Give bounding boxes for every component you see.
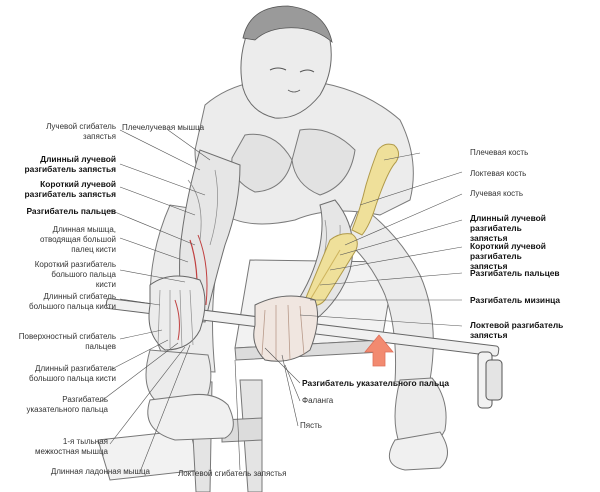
- label-ext-carpi-ulnaris: Локтевой разгибатель запястья: [470, 320, 564, 340]
- label-wrist: Пясть: [300, 421, 322, 430]
- label-flex-dig-superficialis: Поверхностный сгибатель пальцев: [18, 332, 116, 351]
- shoes: [147, 394, 448, 471]
- right-hand: [253, 295, 319, 362]
- label-palmaris-longus: Длинная ладонная мышца: [50, 467, 150, 476]
- leader-lines: [99, 129, 463, 473]
- label-flex-carpi-ulnaris: Локтевой сгибатель запястья: [178, 469, 287, 478]
- label-radius: Лучевая кость: [470, 189, 523, 198]
- head: [240, 5, 333, 119]
- label-ext-digitorum: Разгибатель пальцев: [26, 206, 116, 216]
- label-phalanx: Фаланга: [302, 396, 334, 405]
- label-ext-pollicis-brevis: Короткий разгибатель большого пальца кис…: [34, 260, 116, 289]
- label-ext-carpi-radialis-longus: Длинный лучевой разгибатель запястья: [24, 154, 116, 174]
- label-r-ext-carpi-radialis-longus: Длинный лучевой разгибатель запястья: [470, 213, 546, 243]
- label-abd-pollicis-longus: Длинная мышца, отводящая большой палец к…: [40, 225, 116, 254]
- label-humerus: Плечевая кость: [470, 148, 529, 157]
- label-r-ext-carpi-radialis-brevis: Короткий лучевой разгибатель запястья: [470, 241, 546, 271]
- label-ext-indicis-bottom: Разгибатель указательного пальца: [302, 378, 450, 388]
- torso: [194, 78, 414, 225]
- bench: [97, 259, 396, 492]
- label-brachioradialis: Плечелучевая мышца: [122, 123, 205, 132]
- up-arrow-icon: [364, 334, 394, 367]
- left-hand: [148, 275, 206, 351]
- label-flexor-carpi-radialis: Лучевой сгибатель запястья: [46, 122, 116, 141]
- label-ulna: Локтевая кость: [470, 169, 527, 178]
- label-ext-carpi-radialis-brevis: Короткий лучевой разгибатель запястья: [24, 179, 116, 199]
- label-flex-pollicis-longus: Длинный сгибатель большого пальца кисти: [29, 292, 116, 311]
- label-dorsal-interosseous: 1-я тыльная межкостная мышца: [34, 437, 108, 456]
- label-ext-pollicis-longus: Длинный разгибатель большого пальца кист…: [29, 364, 116, 383]
- label-ext-digiti-minimi: Разгибатель мизинца: [470, 295, 561, 305]
- label-r-ext-digitorum: Разгибатель пальцев: [470, 268, 560, 278]
- label-ext-indicis-left: Разгибатель указательного пальца: [26, 395, 109, 414]
